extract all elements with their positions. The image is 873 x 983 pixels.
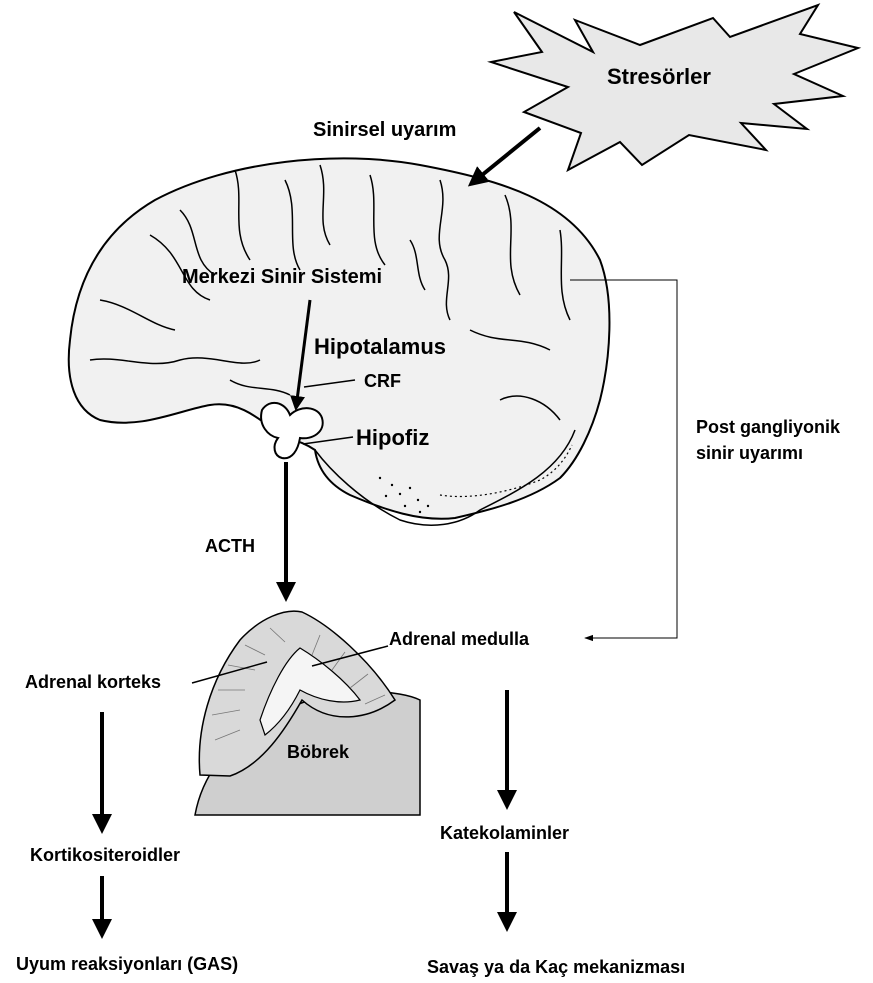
postganglionic-label-line2: sinir uyarımı	[696, 443, 803, 464]
adrenal-medulla-label: Adrenal medulla	[389, 629, 529, 650]
adaptation-reactions-label: Uyum reaksiyonları (GAS)	[16, 954, 238, 975]
stressors-label: Stresörler	[607, 64, 711, 89]
postganglionic-label-line1: Post gangliyonik	[696, 417, 840, 438]
adrenal-cortex-label: Adrenal korteks	[25, 672, 161, 693]
corticosteroids-label: Kortikositeroidler	[30, 845, 180, 866]
arrow-stressors-to-brain	[471, 128, 540, 184]
cns-label: Merkezi Sinir Sistemi	[182, 266, 382, 289]
fight-or-flight-label: Savaş ya da Kaç mekanizması	[427, 957, 685, 978]
hypothalamus-label: Hipotalamus	[314, 334, 446, 359]
pituitary-label: Hipofiz	[356, 425, 429, 450]
acth-label: ACTH	[205, 536, 255, 557]
kidney-label: Böbrek	[287, 742, 349, 763]
catecholamines-label: Katekolaminler	[440, 823, 569, 844]
crf-label: CRF	[364, 371, 401, 392]
neural-stimulation-label: Sinirsel uyarım	[313, 119, 456, 142]
